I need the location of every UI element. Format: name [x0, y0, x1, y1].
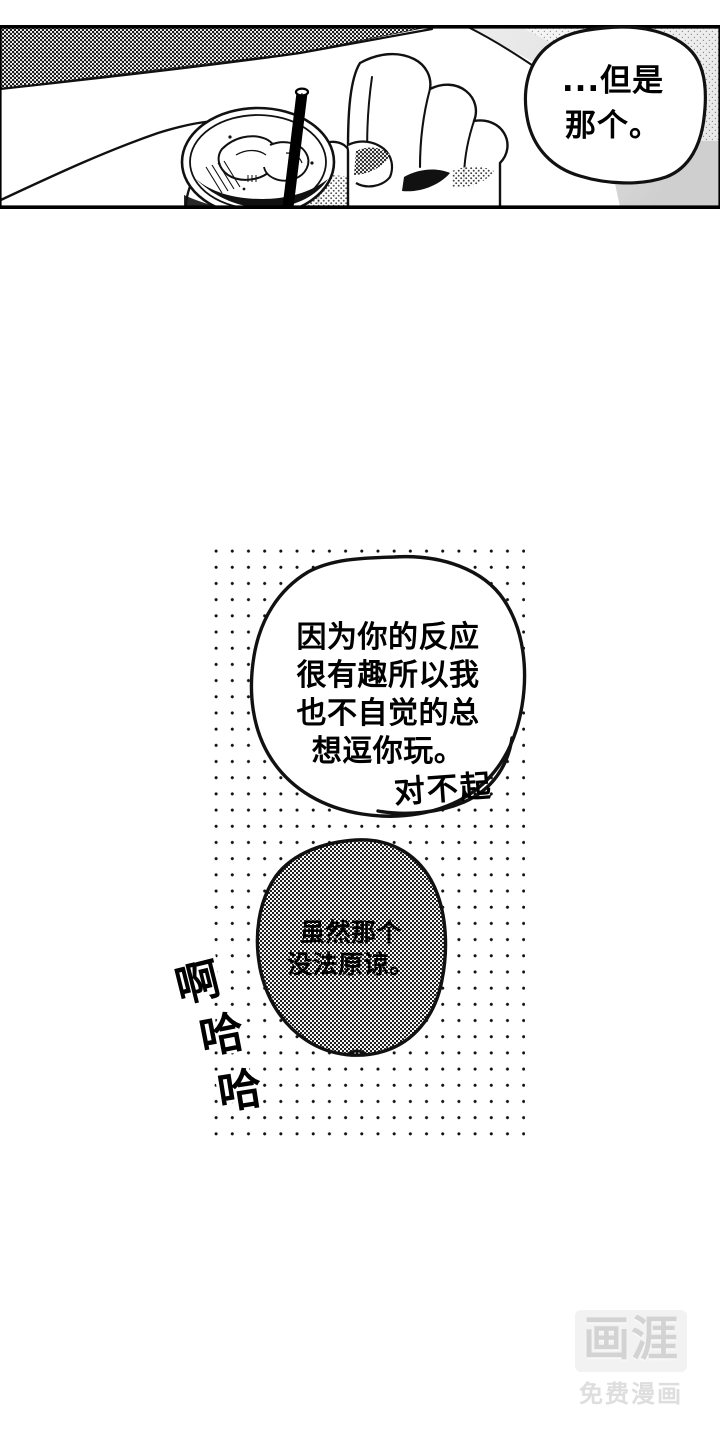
watermark: 画涯 免费漫画 — [552, 1310, 710, 1418]
watermark-sub-text: 免费漫画 — [579, 1380, 683, 1408]
bubble-top-shape — [523, 25, 707, 185]
watermark-logo-box: 画涯 — [575, 1310, 687, 1372]
panel-top-artwork — [0, 27, 720, 207]
sfx-laugh-char-1: 啊 — [167, 950, 228, 1016]
sfx-laugh-char-2: 哈 — [192, 1003, 251, 1067]
bubble-gray-shape — [255, 838, 448, 1057]
sfx-sorry-text: 对不起 — [392, 768, 495, 811]
bubble-main-shape — [249, 554, 527, 818]
sfx-laugh-char-3: 哈 — [211, 1060, 268, 1123]
sfx-laugh: 啊 哈 哈 — [167, 950, 306, 1123]
watermark-logo-text: 画涯 — [583, 1312, 679, 1367]
bubble-top: ...但是 那个。 — [508, 22, 708, 186]
